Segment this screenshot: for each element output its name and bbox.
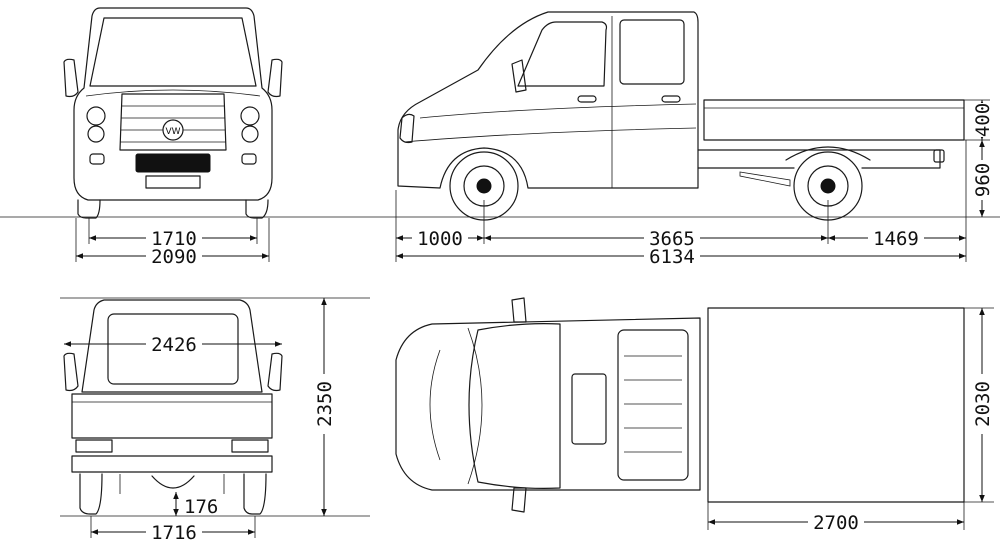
front-air-intake [135,153,211,173]
top-windshield [468,323,561,489]
rear-dropside [71,393,273,439]
rear-bumper [71,455,273,473]
dim-front-track: 1710 [151,228,197,250]
front-right-tyre [245,199,269,219]
svg-text:VW: VW [165,127,180,137]
side-rear-window [619,19,685,85]
front-plate [145,175,201,189]
dim-platform-side-height: 400 [972,103,994,137]
dim-platform-length: 2700 [813,512,859,534]
dim-overall-height: 2350 [314,381,336,427]
side-mirror [511,59,527,93]
vw-logo-icon [162,119,184,141]
top-roof-hatch [571,373,607,445]
front-left-tyre [77,199,101,219]
front-right-mirror [267,58,283,98]
top-roof-panel [617,329,689,481]
rear-window [107,313,239,385]
dim-front-overhang: 1000 [417,228,463,250]
side-cab-outline [397,11,699,189]
rear-left-tyre [79,473,103,515]
front-right-headlight [240,106,260,126]
dim-ground-clearance: 176 [184,496,218,518]
front-view: VW 1710 2090 [0,7,1000,268]
side-view: 1000 3665 1469 6134 400 960 [395,11,994,268]
dim-mirror-width: 2426 [151,334,197,356]
dim-front-width: 2090 [151,246,197,268]
top-cab-outline [395,317,701,491]
rear-cab-outline [81,299,263,393]
front-cab-outline [73,7,273,201]
front-grille [119,93,227,151]
front-left-headlight [86,106,106,126]
dim-overall-length: 6134 [649,246,695,268]
front-left-mirror [63,58,79,98]
dim-rear-overhang: 1469 [873,228,919,250]
side-platform [703,99,965,141]
top-view: 2030 2700 [395,297,994,534]
dim-wheelbase: 3665 [649,228,695,250]
rear-right-tyre [243,473,267,515]
front-windshield [89,17,257,87]
dim-platform-floor-height: 960 [972,163,994,197]
dim-platform-width: 2030 [972,381,994,427]
top-platform [707,307,965,503]
side-door-window [517,21,608,87]
rear-view: 2426 2350 176 1716 [60,297,370,544]
dim-rear-track: 1716 [151,522,197,544]
